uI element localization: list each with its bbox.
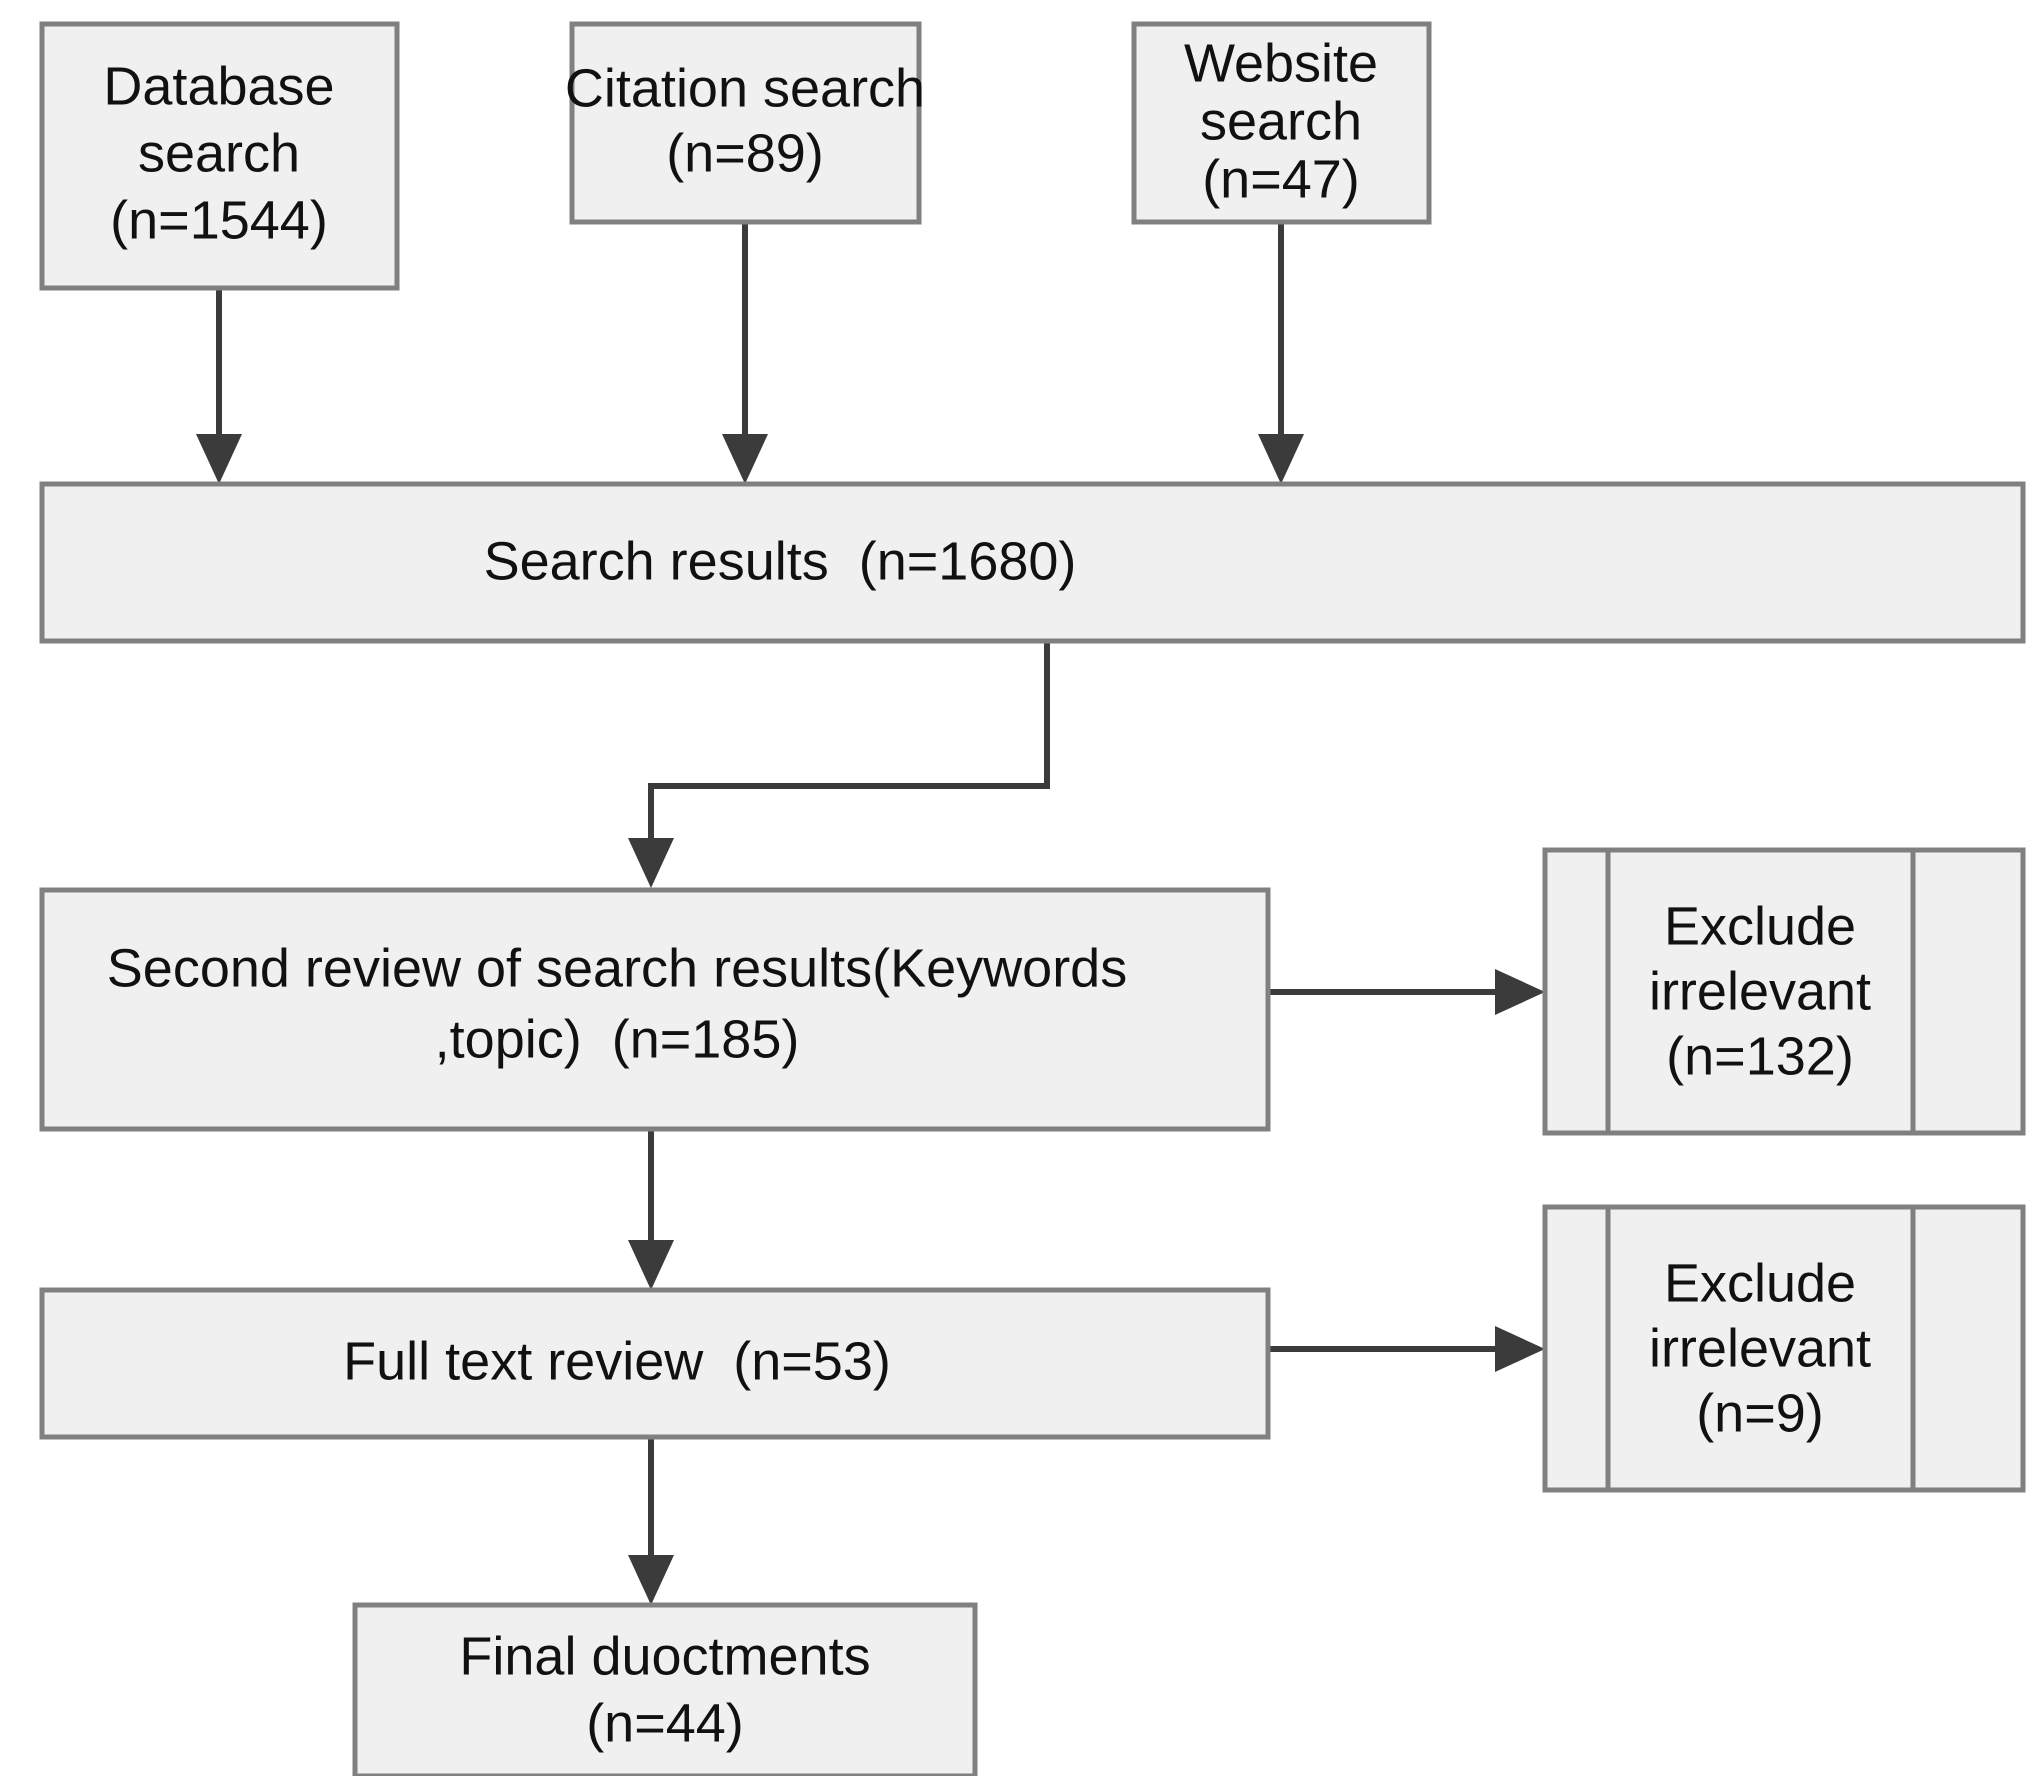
- node-label-line-2: search: [1200, 91, 1362, 151]
- node-label-line-3: (n=47): [1202, 149, 1360, 209]
- node-label-line-2: (n=89): [666, 123, 824, 183]
- node-second-review[interactable]: Second review of search results(Keywords…: [39, 887, 1271, 1132]
- node-citation-search[interactable]: Citation search (n=89): [565, 21, 925, 225]
- node-label-line-2: irrelevant: [1649, 1318, 1871, 1378]
- node-label-line-1: Search results (n=1680): [484, 531, 1077, 591]
- node-shape: [1542, 847, 2026, 1136]
- node-shape: [39, 481, 2026, 644]
- arrow-head-icon: [196, 434, 242, 484]
- node-shape: [569, 21, 922, 225]
- node-shape: [39, 887, 1271, 1132]
- node-website-search[interactable]: Website search (n=47): [1131, 21, 1432, 225]
- node-shape: [352, 1602, 978, 1776]
- edge-full-text-review-to-final-documents: [628, 1437, 674, 1605]
- arrow-head-icon: [628, 1240, 674, 1290]
- node-label-line-1: Exclude: [1664, 896, 1856, 956]
- node-shape: [1131, 21, 1432, 225]
- node-label-line-3: (n=1544): [110, 190, 328, 250]
- node-label-line-2: search: [138, 123, 300, 183]
- node-label-line-1: Database: [103, 56, 334, 116]
- arrow-head-icon: [1258, 434, 1304, 484]
- node-shape: [39, 1287, 1271, 1440]
- node-exclude-irrelevant-9[interactable]: Exclude irrelevant (n=9): [1542, 1204, 2026, 1493]
- edge-full-text-review-to-exclude-9: [1268, 1326, 1545, 1372]
- edge-database-search-to-search-results: [196, 290, 242, 484]
- edge-second-review-to-full-text-review: [628, 1129, 674, 1290]
- edge-search-results-to-second-review: [628, 641, 1050, 888]
- node-database-search[interactable]: Database search (n=1544): [39, 21, 400, 291]
- arrow-head-icon: [628, 838, 674, 888]
- node-final-documents[interactable]: Final duoctments (n=44): [352, 1602, 978, 1776]
- arrow-head-icon: [722, 434, 768, 484]
- node-full-text-review[interactable]: Full text review (n=53): [39, 1287, 1271, 1440]
- edge-second-review-to-exclude-132: [1268, 969, 1545, 1015]
- node-exclude-irrelevant-132[interactable]: Exclude irrelevant (n=132): [1542, 847, 2026, 1136]
- node-label-line-1: Second review of search results(Keywords: [107, 938, 1127, 998]
- node-label-line-3: (n=132): [1666, 1026, 1854, 1086]
- arrow-head-icon: [1495, 1326, 1545, 1372]
- node-shape: [39, 21, 400, 291]
- node-label-line-2: irrelevant: [1649, 961, 1871, 1021]
- edge-website-search-to-search-results: [1258, 222, 1304, 484]
- node-label-line-1: Final duoctments: [459, 1626, 870, 1686]
- node-label-line-1: Full text review (n=53): [343, 1331, 891, 1391]
- node-label-line-2: ,topic) (n=185): [435, 1009, 800, 1069]
- node-label-line-3: (n=9): [1696, 1383, 1824, 1443]
- edge-citation-search-to-search-results: [722, 222, 768, 484]
- node-label-line-1: Exclude: [1664, 1253, 1856, 1313]
- arrow-head-icon: [1495, 969, 1545, 1015]
- node-shape: [1542, 1204, 2026, 1493]
- node-label-line-2: (n=44): [586, 1693, 744, 1753]
- node-search-results[interactable]: Search results (n=1680): [39, 481, 2026, 644]
- node-label-line-1: Citation search: [565, 58, 925, 118]
- arrow-head-icon: [628, 1555, 674, 1605]
- node-label-line-1: Website: [1184, 33, 1378, 93]
- edge-line: [648, 641, 1050, 856]
